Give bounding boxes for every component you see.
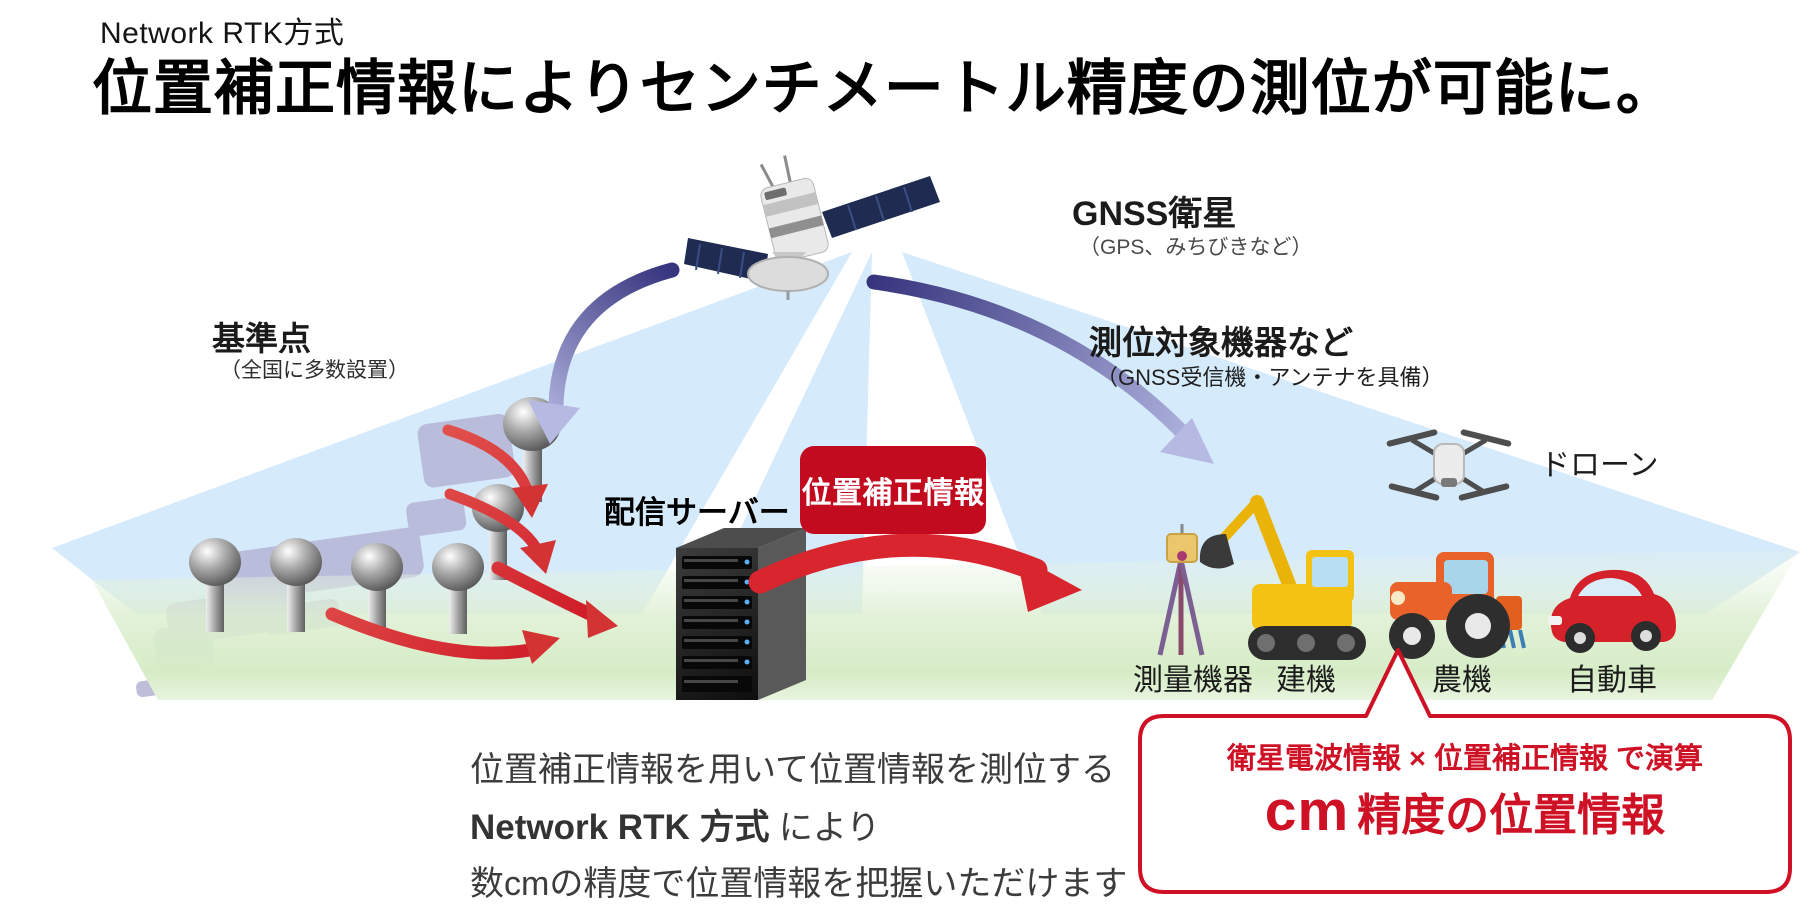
footnote-line1: 位置補正情報を用いて位置情報を測位する <box>470 751 1115 789</box>
result-bubble-shape <box>1138 648 1792 894</box>
gnss-satellite-sublabel: （GPS、みちびきなど） <box>1079 236 1313 259</box>
gnss-satellite-label: GNSS衛星 <box>1072 195 1237 233</box>
device-label-car: 自動車 <box>1567 664 1657 697</box>
correction-info-badge-text: 位置補正情報 <box>801 477 985 510</box>
correction-data-arrow <box>748 533 1082 612</box>
server-icon <box>676 528 806 700</box>
footnote-line2: Network RTK 方式 により <box>470 799 880 850</box>
bubble-result-text: cm 精度の位置情報 <box>1140 778 1790 844</box>
kicker-text: Network RTK方式 <box>100 17 345 50</box>
footnote-line2-bold: Network RTK 方式 <box>470 808 770 847</box>
ground-strip <box>92 550 1800 700</box>
survey-equipment-icon <box>1157 524 1205 656</box>
drone-icon <box>1386 429 1512 501</box>
reference-point-sublabel: （全国に多数設置） <box>220 359 409 382</box>
bubble-cm-text: cm <box>1264 779 1350 843</box>
reference-to-server-arrows <box>325 424 618 664</box>
correction-info-badge: 位置補正情報 <box>800 446 986 534</box>
device-label-construction: 建機 <box>1276 664 1336 697</box>
footnote-line3: 数cmの精度で位置情報を把握いただけます <box>470 865 1128 903</box>
satellite-icon <box>684 155 940 300</box>
satellite-signal-arrow-right <box>866 274 1214 464</box>
device-label-drone: ドローン <box>1540 449 1659 482</box>
target-devices-label: 測位対象機器など <box>1089 324 1353 361</box>
page-title: 位置補正情報によりセンチメートル精度の測位が可能に。 <box>92 55 1677 122</box>
footnote-line2-rest: により <box>769 809 881 847</box>
device-label-survey: 測量機器 <box>1133 664 1253 697</box>
reference-point-label: 基準点 <box>212 320 311 357</box>
bubble-result-rest: 精度の位置情報 <box>1357 791 1666 840</box>
tractor-icon <box>1389 552 1526 659</box>
server-label: 配信サーバー <box>604 495 790 530</box>
bubble-formula-text: 衛星電波情報 × 位置補正情報 で演算 <box>1226 743 1704 775</box>
car-icon <box>1548 569 1676 653</box>
excavator-icon <box>1199 495 1366 660</box>
target-devices-sublabel: （GNSS受信機・アンテナを具備） <box>1096 365 1444 390</box>
device-label-agriculture: 農機 <box>1432 664 1492 697</box>
satellite-signal-arrow-left <box>528 262 680 444</box>
